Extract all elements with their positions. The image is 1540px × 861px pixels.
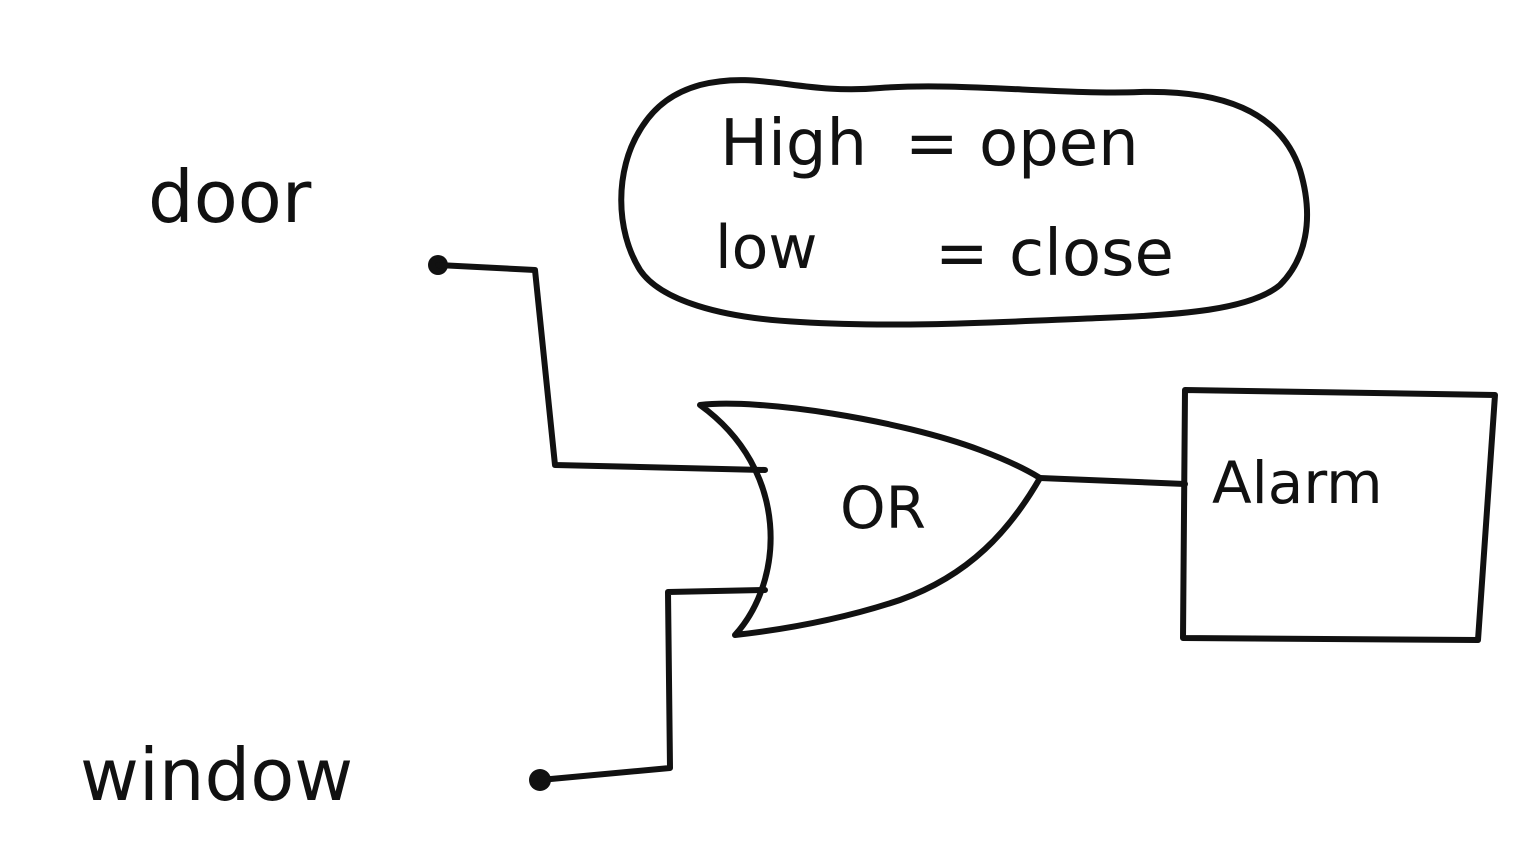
alarm-box <box>1180 387 1498 643</box>
output-wire <box>1037 475 1188 487</box>
legend-close-text: = close <box>935 217 1174 291</box>
legend-high-text: High <box>720 107 867 181</box>
or-gate-symbol <box>697 400 1043 638</box>
or-gate-label: OR <box>840 474 926 542</box>
legend-low-text: low <box>715 213 817 283</box>
door-input-label: door <box>148 155 312 239</box>
alarm-label: Alarm <box>1212 449 1383 517</box>
window-wire <box>537 587 768 783</box>
legend-cloud <box>618 77 1311 328</box>
legend-open-text: = open <box>905 107 1139 181</box>
window-input-label: window <box>80 733 353 817</box>
door-wire <box>435 262 768 473</box>
